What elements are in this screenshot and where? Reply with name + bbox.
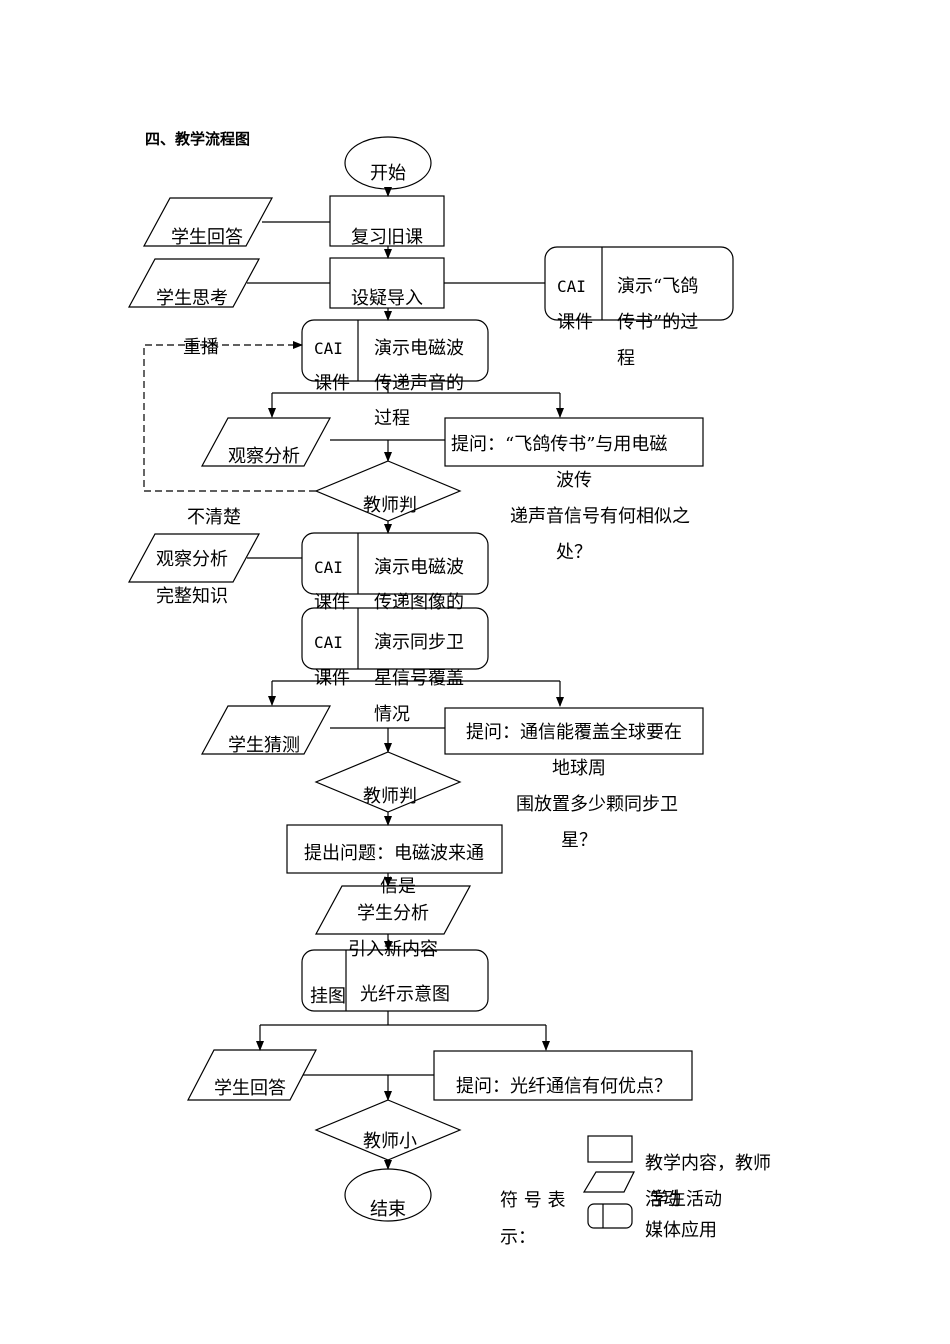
question-2-box [444, 707, 704, 755]
student-guess-shape [200, 705, 332, 755]
review-label: 复习旧课 [351, 227, 423, 248]
unclear-label: 不清楚 [187, 507, 241, 528]
end-oval [344, 1168, 432, 1222]
question-2-line-3: 围放置多少颗同步卫 [516, 794, 678, 815]
demo-pigeon-line-2: 传书”的过 [617, 312, 699, 333]
courseware-label: 课件 [314, 592, 350, 613]
observe-analyze-1-label: 观察分析 [228, 446, 300, 467]
teacher-judge-2-label: 教师判 [363, 786, 417, 807]
end-label: 结束 [370, 1199, 406, 1220]
legend-parallelogram-icon [582, 1171, 635, 1193]
question-1-line-3: 递声音信号有何相似之 [510, 506, 690, 527]
complete-knowledge-label: 完整知识 [156, 586, 228, 607]
intro-label: 设疑导入 [351, 288, 423, 309]
demo-em-sound-line-1: 演示电磁波 [374, 338, 464, 359]
student-guess-label: 学生猜测 [228, 735, 300, 756]
cai-label: CAI [314, 339, 343, 358]
start-label: 开始 [370, 163, 406, 184]
legend-media-text: 媒体应用 [645, 1220, 717, 1241]
review-box [329, 195, 445, 247]
demo-pigeon-line-3: 程 [617, 348, 635, 369]
observe-analyze-1-shape [200, 417, 332, 467]
raise-question-line-2: 信是 [380, 876, 416, 897]
legend-para-text-a: 活动 [645, 1189, 681, 1210]
demo-satellite-line-1: 演示同步卫 [374, 632, 464, 653]
demo-em-sound-line-2: 传递声音的 [374, 373, 464, 394]
raise-question-box [286, 824, 503, 874]
question-2-line-1: 提问：通信能覆盖全球要在 [466, 722, 682, 743]
student-answer-1-shape [142, 197, 274, 247]
teacher-summary-label: 教师小 [363, 1131, 417, 1152]
demo-em-sound-line-3: 过程 [374, 408, 410, 429]
question-3-label: 提问：光纤通信有何优点？ [456, 1076, 672, 1097]
wall-chart-label: 挂图 [310, 986, 346, 1007]
legend-para-text-b: 学生活动 [650, 1189, 722, 1210]
legend-title-line-1: 符 号 表 [500, 1190, 566, 1211]
cai-em-image-box [301, 532, 489, 595]
demo-em-image-line-2: 传递图像的 [374, 592, 464, 613]
cai-em-sound-box [301, 319, 489, 382]
student-think-label: 学生思考 [156, 288, 228, 309]
student-answer-2-shape [187, 1049, 317, 1101]
demo-em-image-line-1: 演示电磁波 [374, 557, 464, 578]
fiber-diagram-label: 光纤示意图 [360, 984, 450, 1005]
raise-question-line-1: 提出问题：电磁波来通 [304, 843, 484, 864]
student-answer-2-label: 学生回答 [214, 1078, 286, 1099]
legend-rect-text: 教学内容，教师 [645, 1153, 771, 1174]
courseware-label: 课件 [314, 668, 350, 689]
demo-satellite-line-2: 星信号覆盖 [374, 668, 464, 689]
introduce-new-label: 引入新内容 [348, 939, 438, 960]
section-title: 四、教学流程图 [145, 130, 251, 148]
student-analyze-shape [314, 885, 472, 935]
question-1-line-4: 处？ [556, 542, 592, 563]
wall-chart-box [301, 949, 489, 1012]
question-1-line-1: 提问：“飞鸽传书”与用电磁 [451, 434, 668, 455]
observe-analyze-2-shape [127, 533, 261, 583]
demo-pigeon-line-1: 演示“飞鸽 [617, 276, 699, 297]
cai-pigeon-box [544, 246, 734, 321]
demo-satellite-line-3: 情况 [374, 704, 410, 725]
student-think-shape [127, 258, 261, 308]
cai-satellite-box [301, 607, 489, 670]
legend-title-line-2: 示： [500, 1227, 536, 1248]
teacher-judge-1-label: 教师判 [363, 495, 417, 516]
observe-analyze-2-label: 观察分析 [156, 549, 228, 570]
legend-rect-icon [587, 1135, 633, 1163]
cai-label: CAI [557, 277, 586, 296]
question-2-line-2: 地球周 [552, 758, 606, 779]
replay-label: 重播 [183, 337, 219, 358]
student-answer-1-label: 学生回答 [171, 227, 243, 248]
cai-label: CAI [314, 558, 343, 577]
courseware-label: 课件 [314, 373, 350, 394]
question-1-box [444, 417, 704, 467]
question-1-line-2: 波传 [556, 470, 592, 491]
replay-loop [143, 341, 316, 492]
legend-media-icon [587, 1203, 633, 1229]
question-2-line-4: 星？ [561, 830, 597, 851]
cai-label: CAI [314, 633, 343, 652]
courseware-label: 课件 [557, 312, 593, 333]
student-analyze-label: 学生分析 [357, 903, 429, 924]
